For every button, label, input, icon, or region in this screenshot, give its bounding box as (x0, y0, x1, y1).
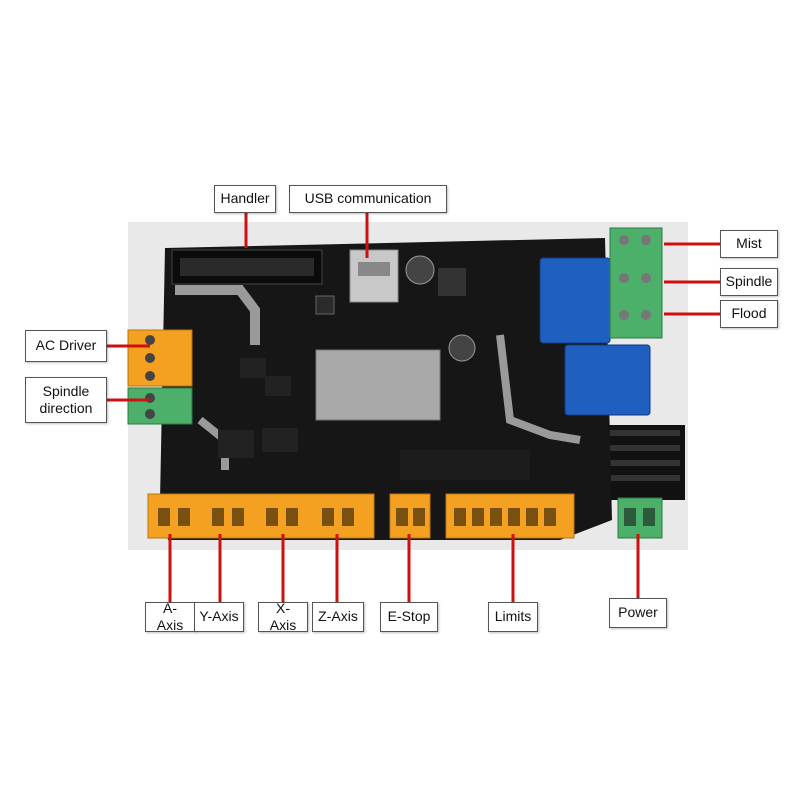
ic-chip (240, 358, 266, 378)
label-y-axis: Y-Axis (194, 602, 244, 632)
ic-chip (262, 428, 298, 452)
capacitor (448, 334, 476, 362)
idc-header (171, 249, 323, 285)
label-ac-driver: AC Driver (25, 330, 107, 362)
label-spindle: Spindle (720, 268, 778, 296)
label-mist: Mist (720, 230, 778, 258)
leader-lines (106, 212, 720, 604)
usb-port (349, 249, 399, 303)
label-z-axis: Z-Axis (312, 602, 364, 632)
label-limits: Limits (488, 602, 538, 632)
relay (539, 257, 611, 344)
push-button (315, 295, 335, 315)
label-flood: Flood (720, 300, 778, 328)
shield-module (315, 349, 441, 421)
terminal-block-power (617, 497, 663, 539)
label-a-axis: A-Axis (145, 600, 195, 633)
terminal-block-orange-left (127, 329, 193, 387)
label-usb-communication: USB communication (289, 185, 447, 213)
inductor (438, 268, 466, 296)
label-e-stop: E-Stop (380, 602, 438, 632)
label-x-axis: X-Axis (258, 600, 308, 633)
terminal-block-green-right (609, 227, 663, 339)
relay (564, 344, 651, 416)
label-spindle-direction: Spindle direction (25, 377, 107, 423)
ic-chip (265, 376, 291, 396)
label-handler: Handler (214, 185, 276, 213)
pcb-trace (496, 334, 581, 444)
terminal-block-limits (445, 493, 575, 539)
pcb-trace (175, 285, 260, 345)
ic-chip (400, 450, 530, 480)
terminal-block-green-left (127, 387, 193, 425)
terminal-block-axes (147, 493, 375, 539)
ic-chip (218, 430, 254, 458)
capacitor (405, 255, 435, 285)
terminal-block-estop (389, 493, 431, 539)
label-power: Power (609, 598, 667, 628)
